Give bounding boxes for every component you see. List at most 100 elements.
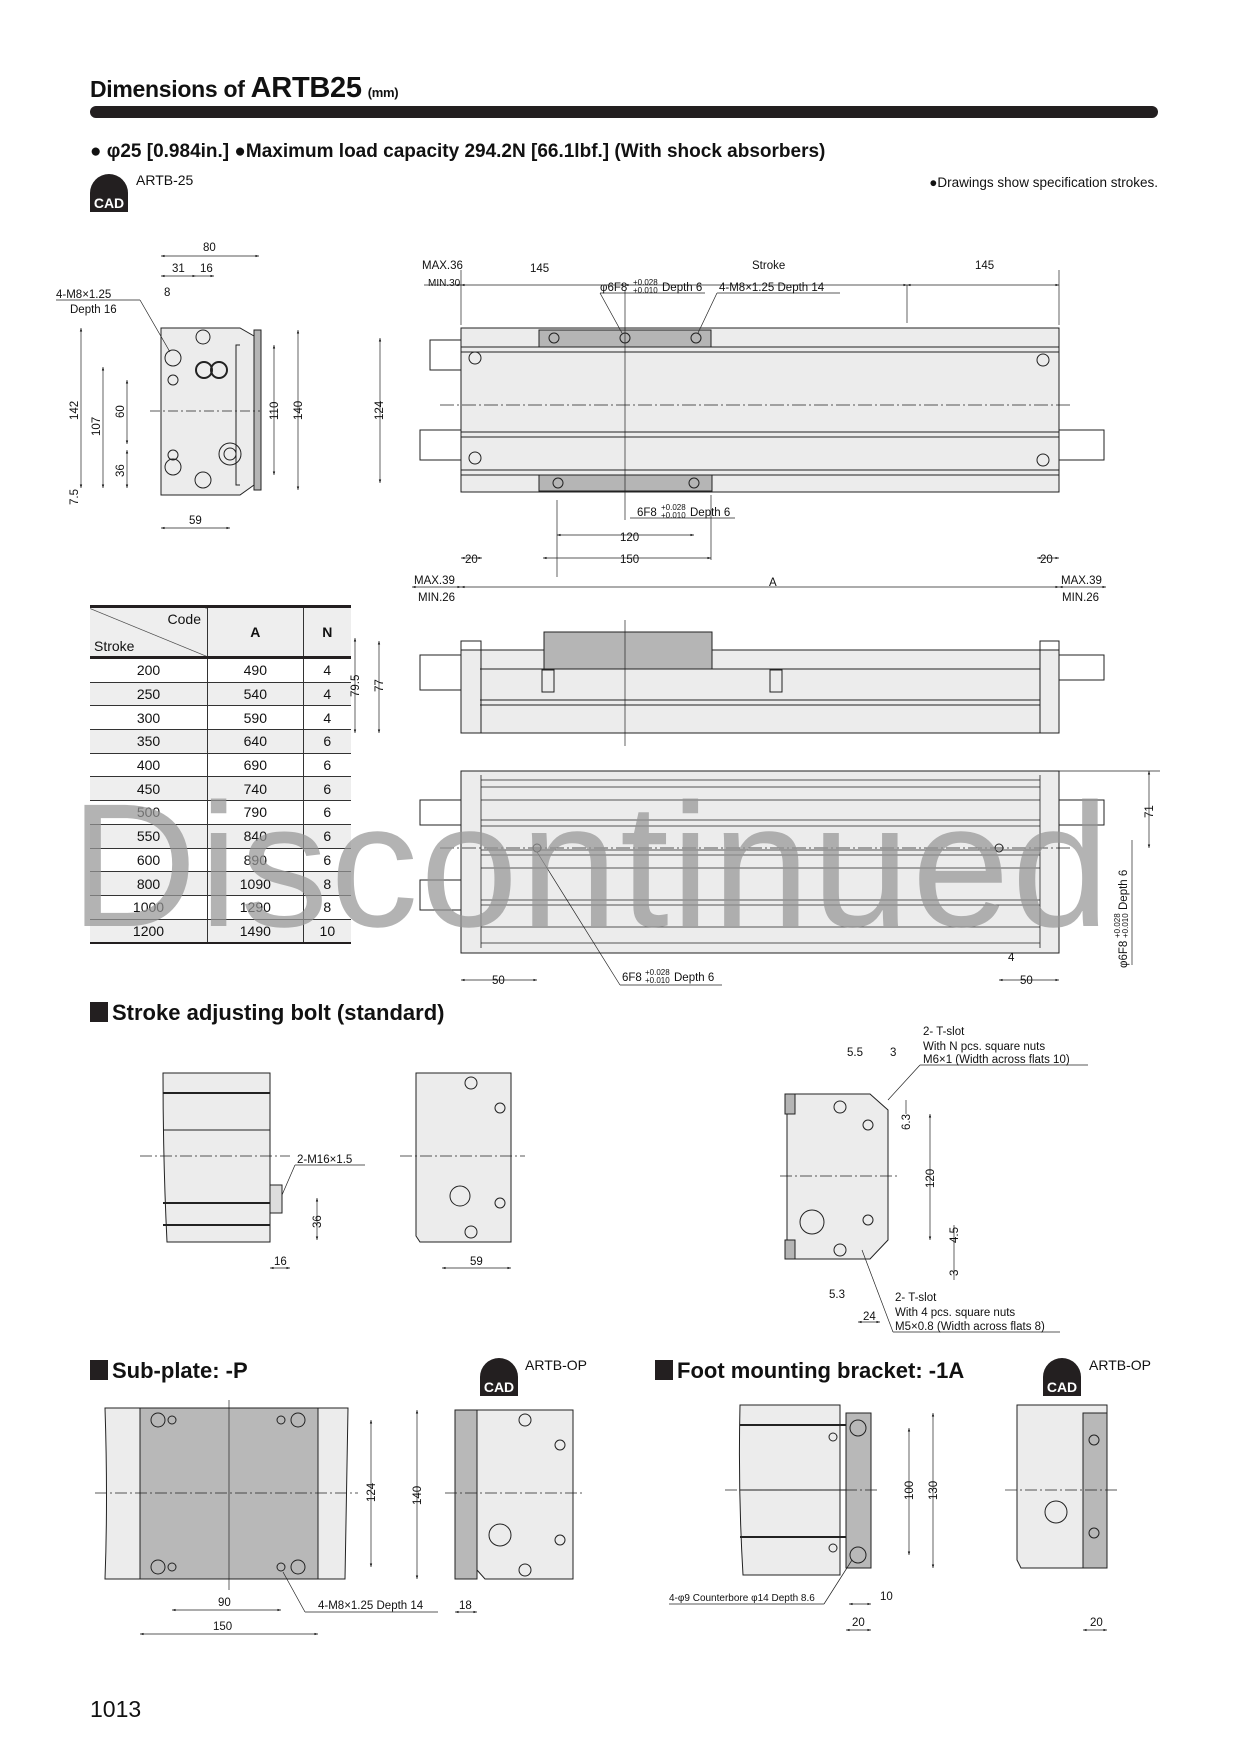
tolerance-lower: +0.010 xyxy=(661,511,686,520)
tslot-label: With N pcs. square nuts xyxy=(923,1041,1045,1053)
stroke-label: Stroke xyxy=(94,638,135,654)
unit-label: (mm) xyxy=(367,85,399,100)
cad-icon[interactable]: CAD xyxy=(480,1358,518,1396)
tolerance-upper: +0.028 xyxy=(633,278,658,287)
dim-label: 20 xyxy=(1040,554,1053,566)
subplate-views xyxy=(95,1400,585,1636)
tolerance-upper: +0.028 xyxy=(1113,913,1122,938)
dimension-labels: 80 31 16 8 4-M8×1.25 Depth 16 142 107 60… xyxy=(56,242,1156,1633)
dim-label: 124 xyxy=(366,1482,378,1502)
n-cell: 6 xyxy=(302,776,351,802)
dim-label: MIN.30 xyxy=(428,278,461,289)
dim-label: 60 xyxy=(115,405,127,418)
a-cell: 790 xyxy=(207,800,304,825)
dim-label: 120 xyxy=(620,532,639,544)
dim-label: 140 xyxy=(412,1486,424,1505)
stroke-cell: 200 xyxy=(90,657,208,683)
stroke-cell: 250 xyxy=(90,682,208,707)
dim-label: 4 xyxy=(1008,952,1015,964)
tolerance-upper: +0.028 xyxy=(645,968,670,977)
stroke-cell: 500 xyxy=(90,800,208,825)
dim-label: Depth 6 xyxy=(690,507,730,519)
dim-label: 36 xyxy=(312,1215,324,1228)
stroke-cell: 550 xyxy=(90,824,208,849)
side-view xyxy=(353,620,1105,746)
dim-label: 145 xyxy=(975,260,994,272)
n-cell: 8 xyxy=(302,895,351,920)
stroke-cell: 450 xyxy=(90,776,208,802)
dim-label: 31 xyxy=(172,263,185,275)
n-cell: 4 xyxy=(302,682,351,707)
dim-label: 4-M8×1.25 xyxy=(56,289,111,301)
foot-views xyxy=(669,1404,1120,1632)
dim-label: A xyxy=(769,577,777,589)
cad-model: ARTB-OP xyxy=(1089,1357,1151,1373)
dim-label: MAX.36 xyxy=(422,260,463,272)
column-header-a: A xyxy=(207,605,304,659)
spec-line: ● φ25 [0.984in.] ●Maximum load capacity … xyxy=(90,141,825,163)
cad-icon[interactable]: CAD xyxy=(90,174,128,212)
dim-label: 107 xyxy=(91,417,103,436)
dim-label: Depth 6 xyxy=(662,282,702,294)
dim-label: 130 xyxy=(928,1481,940,1500)
dim-label: 2-M16×1.5 xyxy=(297,1154,352,1166)
dim-label: MAX.39 xyxy=(414,575,455,587)
tolerance-lower: +0.010 xyxy=(645,976,670,985)
section-title-subplate: Sub-plate: -P xyxy=(90,1358,248,1384)
dim-label: 5.3 xyxy=(829,1289,845,1301)
dim-label: 24 xyxy=(863,1311,876,1323)
dim-label: 71 xyxy=(1144,805,1156,818)
dim-label: 5.5 xyxy=(847,1047,863,1059)
dim-label: 50 xyxy=(1020,975,1033,987)
dim-label: Depth 16 xyxy=(70,304,117,316)
n-cell: 6 xyxy=(302,729,351,754)
dim-label: 20 xyxy=(1090,1617,1103,1629)
dim-label: 120 xyxy=(925,1169,937,1188)
tslot-label: M6×1 (Width across flats 10) xyxy=(923,1054,1070,1066)
dim-label: 20 xyxy=(465,554,478,566)
dim-label: 77 xyxy=(374,679,386,692)
dim-label: 4-M8×1.25 Depth 14 xyxy=(719,282,825,294)
dim-label: 150 xyxy=(213,1621,232,1633)
tslot-label: M5×0.8 (Width across flats 8) xyxy=(895,1321,1045,1333)
n-cell: 4 xyxy=(302,705,351,731)
n-cell: 4 xyxy=(302,657,351,683)
stroke-cell: 600 xyxy=(90,848,208,873)
dim-label: MIN.26 xyxy=(418,592,455,604)
dim-label: 16 xyxy=(274,1256,287,1268)
title-prefix: Dimensions of xyxy=(90,76,251,102)
a-cell: 490 xyxy=(207,657,304,683)
top-view xyxy=(378,270,1106,589)
n-cell: 6 xyxy=(302,753,351,778)
dim-label: Depth 6 xyxy=(1118,870,1130,910)
dim-label: 59 xyxy=(470,1256,483,1268)
tslot-label: 2- T-slot xyxy=(895,1292,937,1304)
dim-label: 100 xyxy=(904,1481,916,1500)
a-cell: 640 xyxy=(207,729,304,754)
tslot-label: 2- T-slot xyxy=(923,1026,965,1038)
dim-label: 142 xyxy=(69,401,81,420)
dim-label: 4-φ9 Counterbore φ14 Depth 8.6 xyxy=(669,1593,815,1604)
bore-spec: ● φ25 [0.984in.] xyxy=(90,141,235,162)
dim-label: 4-M8×1.25 Depth 14 xyxy=(318,1600,424,1612)
dim-label: 20 xyxy=(852,1617,865,1629)
stroke-bolt-views xyxy=(140,1064,1088,1333)
stroke-cell: 350 xyxy=(90,729,208,754)
tolerance-lower: +0.010 xyxy=(633,286,658,295)
stroke-cell: 800 xyxy=(90,871,208,896)
dim-label: 10 xyxy=(880,1591,893,1603)
a-cell: 1090 xyxy=(207,871,304,896)
a-cell: 590 xyxy=(207,705,304,731)
cad-icon[interactable]: CAD xyxy=(1043,1358,1081,1396)
a-cell: 1490 xyxy=(207,919,304,945)
code-label: Code xyxy=(167,611,201,627)
